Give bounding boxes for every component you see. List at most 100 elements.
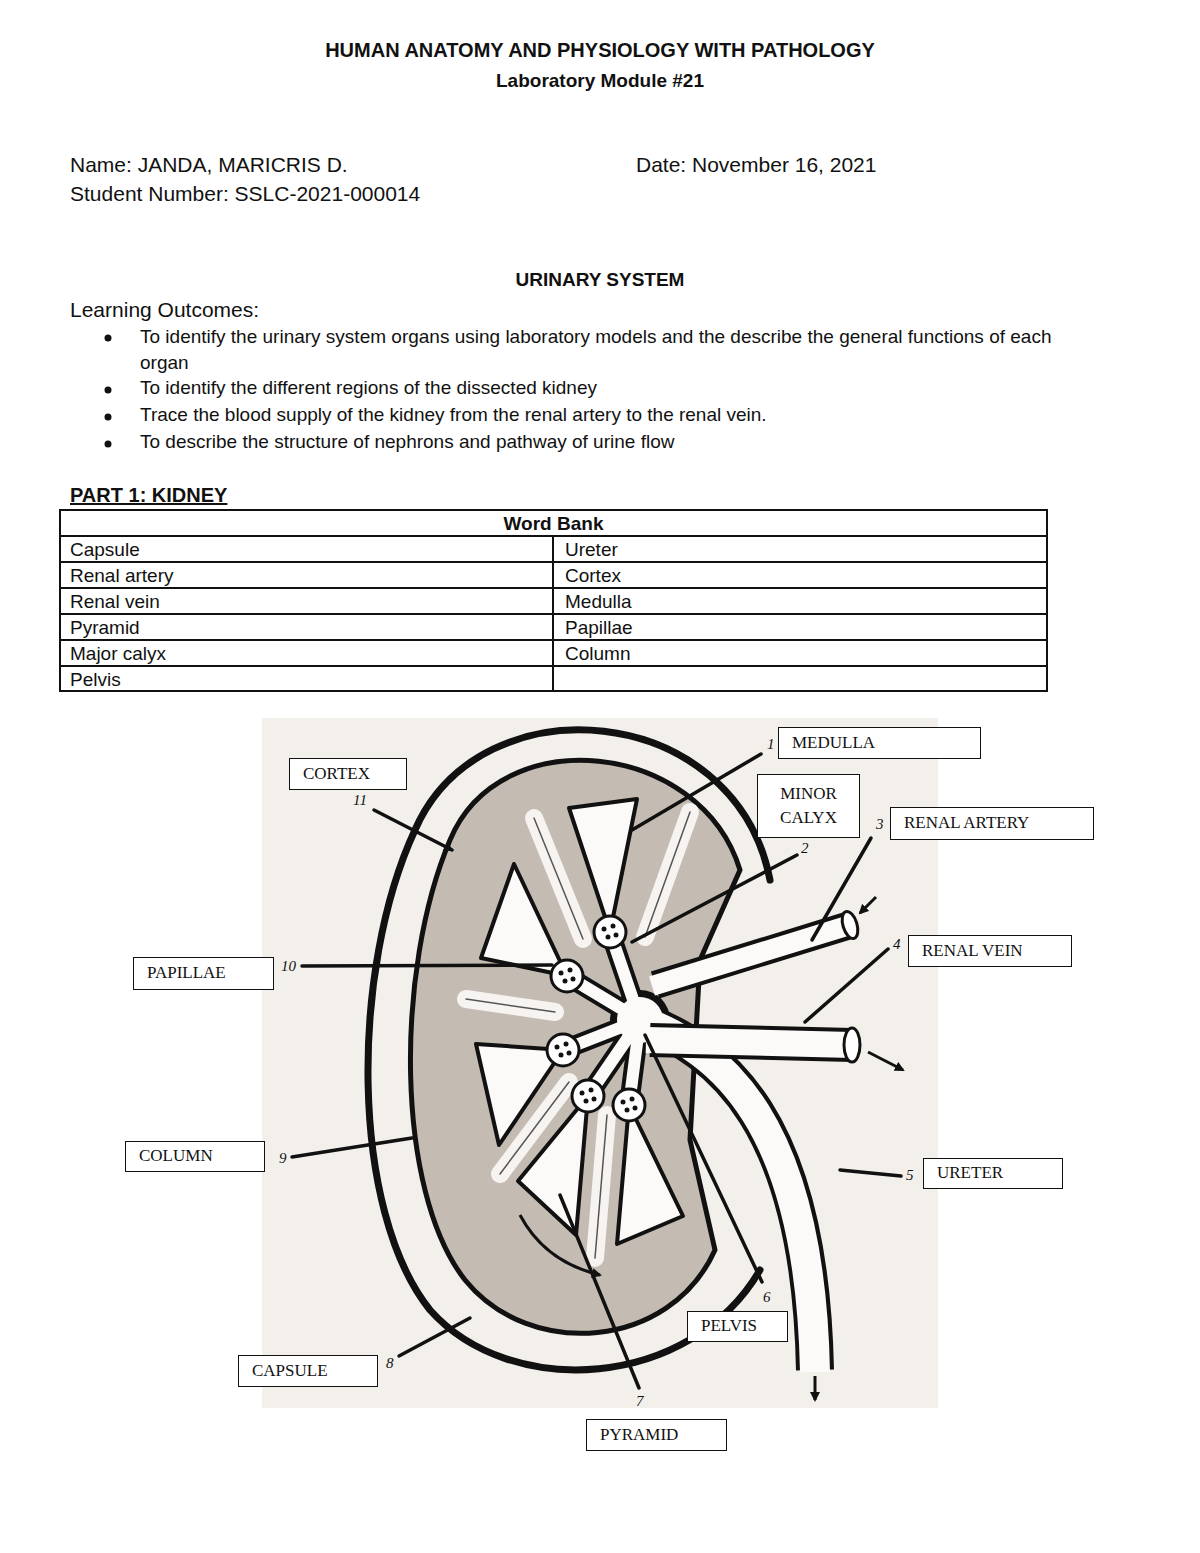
box-label: MINOR CALYX — [764, 782, 853, 830]
label-box: PYRAMID — [586, 1419, 727, 1451]
column-band — [595, 1115, 607, 1258]
outcome-item: To identify the different regions of the… — [140, 376, 597, 400]
column-stripe — [466, 999, 555, 1012]
word-bank-grid — [60, 510, 1047, 691]
bullet-dot — [105, 414, 112, 421]
leader-line — [292, 1138, 412, 1157]
table-cell: Major calyx — [70, 642, 166, 666]
ureter-lumen — [640, 1020, 815, 1372]
callout-number: 2 — [801, 839, 809, 858]
leader-line — [632, 855, 797, 942]
flow-arrows — [520, 897, 903, 1400]
leader-line — [840, 1170, 901, 1176]
student-name: Name: JANDA, MARICRIS D. — [70, 152, 348, 178]
column-stripe — [595, 1115, 607, 1258]
box-label: PELVIS — [701, 1315, 757, 1338]
table-header: Word Bank — [60, 512, 1047, 536]
bullet-dot — [105, 335, 112, 342]
table-cell: Medulla — [565, 590, 632, 614]
papillae-group — [547, 916, 645, 1121]
renal-pyramids — [476, 799, 683, 1244]
outcome-item: Trace the blood supply of the kidney fro… — [140, 403, 767, 427]
table-cell: Renal vein — [70, 590, 160, 614]
papilla — [613, 1089, 645, 1121]
leader-line — [812, 838, 871, 940]
bullet-dot — [105, 387, 112, 394]
module-number: Laboratory Module #21 — [0, 69, 1200, 93]
pyramid-shape — [481, 864, 567, 976]
outcome-item: To describe the structure of nephrons an… — [140, 430, 674, 454]
table-cell: Column — [565, 642, 630, 666]
page-title: HUMAN ANATOMY AND PHYSIOLOGY WITH PATHOL… — [0, 38, 1200, 63]
box-label: URETER — [937, 1162, 1003, 1185]
callout-number: 6 — [763, 1288, 771, 1307]
box-label: CAPSULE — [252, 1360, 328, 1383]
outcome-item: To identify the urinary system organs us… — [140, 324, 1090, 376]
callout-number: 4 — [893, 935, 901, 954]
outcomes-heading: Learning Outcomes: — [70, 297, 259, 323]
table-cell: Pelvis — [70, 668, 121, 692]
pyramid-shape — [518, 1096, 588, 1235]
callout-number: 7 — [636, 1392, 644, 1411]
column-stripe — [645, 812, 690, 937]
leader-line — [560, 1195, 639, 1388]
box-label: RENAL VEIN — [922, 940, 1023, 963]
table-cell: Renal artery — [70, 564, 174, 588]
table-cell: Cortex — [565, 564, 621, 588]
column-band — [645, 812, 690, 937]
label-box: COLUMN — [125, 1141, 265, 1172]
label-box: PAPILLAE — [133, 957, 274, 990]
papilla — [594, 916, 626, 948]
label-box: MINOR CALYX — [757, 774, 860, 838]
leader-line — [399, 1318, 470, 1356]
section-heading: URINARY SYSTEM — [0, 268, 1200, 292]
leader-line — [645, 1035, 762, 1282]
leader-line — [374, 810, 452, 850]
table-cell: Capsule — [70, 538, 140, 562]
table-cell: Papillae — [565, 616, 633, 640]
renal-artery-end — [839, 910, 861, 941]
leader-line — [302, 965, 552, 966]
leader-line — [632, 754, 761, 830]
date-field: Date: November 16, 2021 — [636, 152, 876, 178]
renal-vein-end — [844, 1028, 860, 1062]
leader-line — [805, 949, 888, 1022]
box-label: COLUMN — [139, 1145, 213, 1168]
leader-lines — [292, 754, 901, 1388]
table-cell: Pyramid — [70, 616, 140, 640]
column-band — [466, 999, 555, 1012]
callout-number: 10 — [281, 957, 296, 976]
label-box: CAPSULE — [238, 1355, 378, 1387]
callout-number: 5 — [906, 1166, 914, 1185]
pelvis-lumen — [563, 932, 815, 1372]
box-label: MEDULLA — [792, 732, 875, 755]
table-cell: Ureter — [565, 538, 618, 562]
flow-arrow — [868, 1052, 903, 1070]
label-box: RENAL VEIN — [908, 935, 1072, 967]
callout-number: 11 — [353, 791, 367, 810]
table-border — [60, 510, 1047, 691]
table-rule — [552, 536, 554, 691]
flow-arrow — [860, 897, 876, 913]
box-label: RENAL ARTERY — [904, 812, 1029, 835]
renal-vein-lumen — [646, 1040, 852, 1045]
pyramid-shape — [569, 799, 637, 932]
label-box: RENAL ARTERY — [890, 807, 1094, 840]
flow-arrow — [814, 1376, 817, 1400]
pyramid-shape — [617, 1105, 683, 1244]
bullet-dot — [105, 441, 112, 448]
box-label: PAPILLAE — [147, 962, 226, 985]
photo-ground — [262, 718, 938, 1408]
papilla — [572, 1080, 604, 1112]
student-number: Student Number: SSLC-2021-000014 — [70, 181, 420, 207]
callout-number: 8 — [386, 1354, 394, 1373]
callout-number: 3 — [876, 815, 884, 834]
callout-number: 9 — [279, 1149, 287, 1168]
callout-number: 1 — [767, 735, 775, 754]
label-box: URETER — [923, 1158, 1063, 1189]
papilla — [551, 960, 583, 992]
part-heading: PART 1: KIDNEY — [70, 483, 227, 508]
label-box: MEDULLA — [778, 727, 981, 759]
